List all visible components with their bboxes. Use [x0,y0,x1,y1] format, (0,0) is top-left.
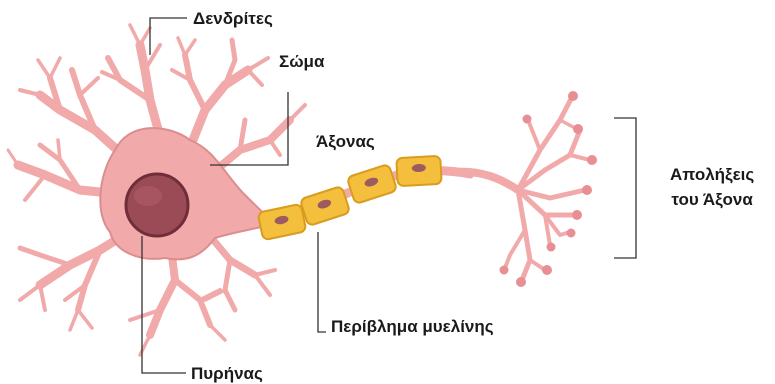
label-dendrites: Δενδρίτες [193,9,273,29]
axon-terminals [455,97,590,280]
label-soma: Σώμα [279,52,324,72]
leader-myelin [318,232,326,332]
label-axon-terminals: Απολήξεις του Άξονα [670,162,754,212]
label-myelin-sheath: Περίβλημα μυελίνης [331,317,494,337]
myelin-sheath [258,156,442,240]
terminals-bracket [614,118,636,258]
label-axon-terminals-line2: του Άξονα [670,187,754,212]
label-nucleus: Πυρήνας [191,364,263,384]
label-axon-terminals-line1: Απολήξεις [670,162,754,187]
label-axon: Άξονας [316,132,375,152]
